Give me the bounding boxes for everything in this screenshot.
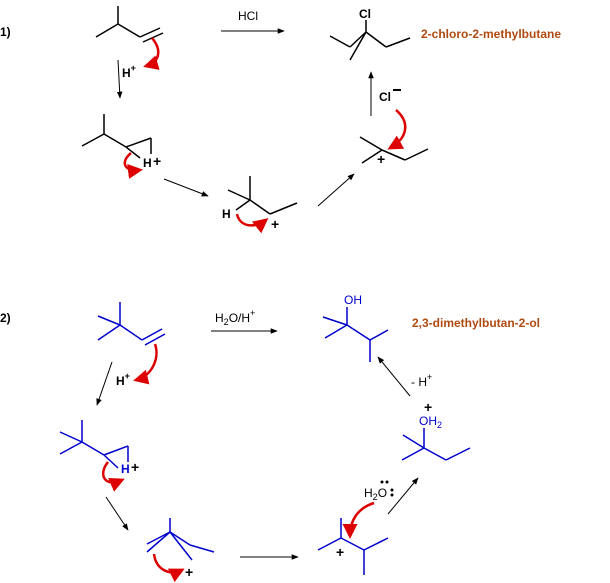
r2-bridged-ion — [59, 420, 129, 469]
r2-oxonium-o: OH2 — [419, 414, 442, 430]
r1-secondary-plus: + — [271, 216, 279, 232]
r2-oxonium — [401, 428, 471, 461]
r1-arrow-down — [116, 59, 123, 99]
r1-curved-arrow-1 — [143, 37, 160, 70]
r1-bridge-plus: + — [153, 153, 161, 169]
r2-product-name: 2,3-dimethylbutan-2-ol — [412, 316, 540, 330]
r1-arrow-diag-1 — [163, 178, 209, 197]
r1-hydride-h: H — [222, 207, 231, 221]
r1-curved-arrow-2 — [123, 152, 143, 179]
r1-product — [329, 20, 411, 61]
r1-bridge-h: H — [143, 156, 152, 170]
r1-arrow-diag-2 — [317, 173, 355, 207]
r2-loss-h-plus: - H+ — [411, 372, 432, 389]
r2-tertiary-plus: + — [336, 544, 344, 560]
reaction1-number: 1) — [0, 25, 11, 39]
r1-product-name: 2-chloro-2-methylbutane — [421, 27, 561, 41]
r1-cl-anion: Cl — [379, 90, 391, 104]
r2-curved-arrow-4 — [342, 501, 375, 539]
r2-curved-arrow-3 — [152, 553, 185, 583]
r2-reagent: H2O/H+ — [215, 308, 255, 327]
r2-oh: OH — [344, 293, 362, 307]
r1-tertiary-cation — [359, 136, 429, 164]
r1-alkene — [95, 6, 164, 43]
r1-curved-arrow-3 — [235, 213, 269, 234]
r1-curved-arrow-4 — [387, 109, 407, 150]
reaction2-number: 2) — [0, 311, 11, 325]
r2-curved-arrow-1 — [133, 343, 158, 385]
r1-cl-atom: Cl — [359, 7, 371, 21]
r2-alkene — [97, 302, 166, 346]
r1-h-plus: H+ — [122, 63, 136, 80]
r1-reagent: HCl — [238, 9, 258, 23]
r2-tertiary-cation — [317, 518, 389, 575]
r2-arrow-down — [96, 361, 113, 406]
r2-arrow-diag-1 — [105, 496, 129, 531]
r2-h-plus: H+ — [116, 371, 130, 388]
r2-product — [322, 307, 389, 362]
r2-water: H2O — [364, 486, 387, 502]
r2-secondary-cation — [146, 518, 215, 561]
r2-bridge-plus: + — [131, 459, 139, 475]
r1-secondary-cation — [227, 176, 298, 215]
r2-oxonium-plus: + — [424, 399, 432, 415]
r2-arrow-up — [377, 356, 411, 397]
r2-curved-arrow-2 — [102, 461, 125, 492]
r1-tertiary-plus: + — [377, 151, 385, 167]
r1-bridged-ion — [81, 114, 152, 159]
r2-bridge-h: H — [121, 462, 130, 476]
r2-secondary-plus: + — [185, 564, 193, 580]
r2-arrow-diag-2 — [387, 477, 419, 515]
r2-lone-pairs — [380, 480, 394, 497]
